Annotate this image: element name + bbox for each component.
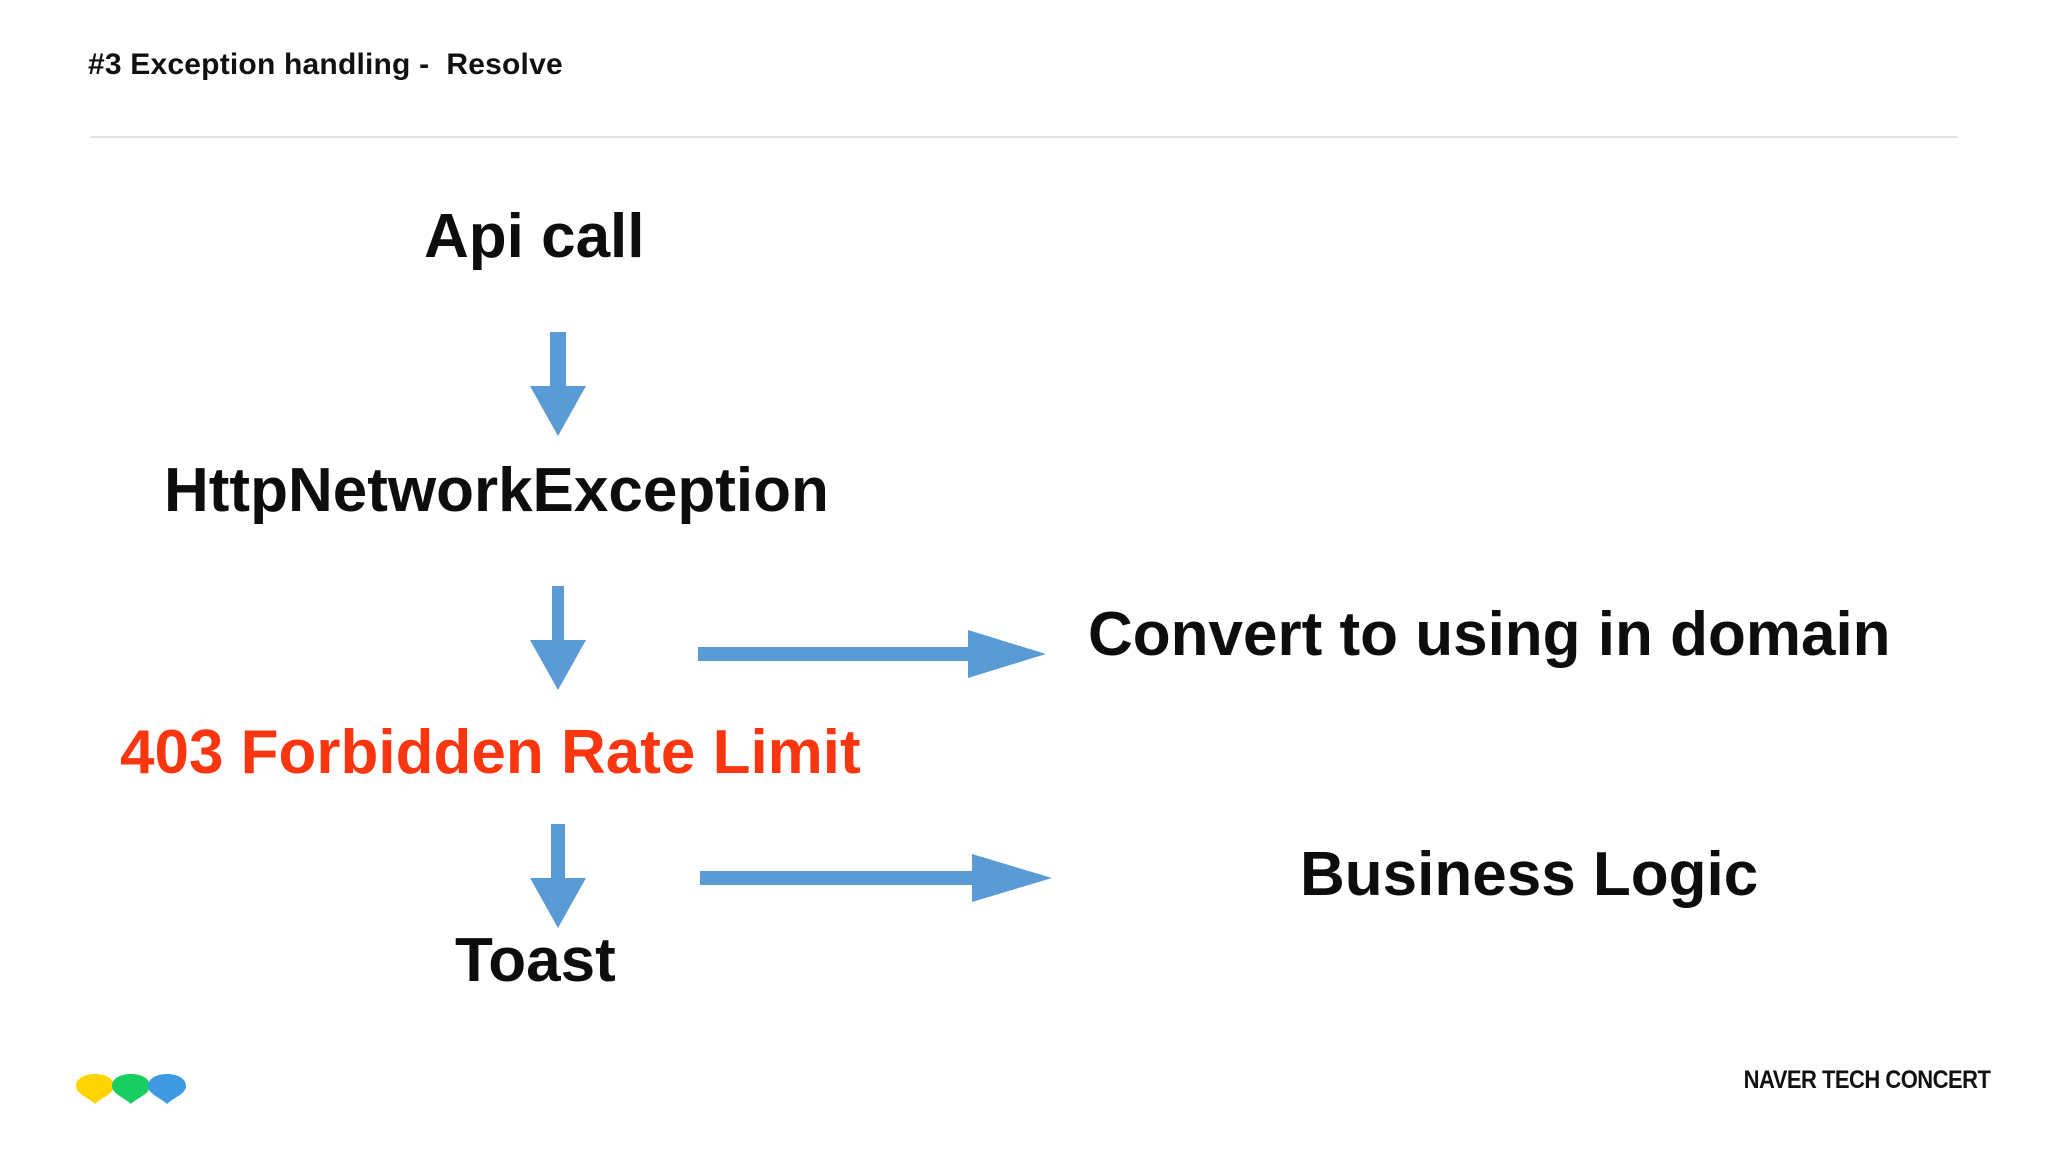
flow-node-convert-to-domain: Convert to using in domain [1088, 600, 1891, 669]
petal-green-icon [112, 1074, 150, 1104]
brand-wordmark: NAVER TECH CONCERT [1743, 1066, 1990, 1094]
flow-node-api-call: Api call [424, 202, 645, 271]
flow-node-error-403: 403 Forbidden Rate Limit [120, 718, 861, 787]
arrow-right-error-to-business [700, 852, 1052, 904]
page-title: #3 Exception handling - Resolve [88, 48, 563, 81]
arrow-down-api-to-exception [520, 332, 596, 436]
flow-node-toast: Toast [455, 926, 616, 995]
title-divider [90, 136, 1958, 138]
arrow-right-exception-to-convert [698, 628, 1046, 680]
flow-node-business-logic: Business Logic [1300, 840, 1759, 909]
naver-logo [72, 1062, 192, 1104]
arrow-down-error-to-toast [520, 824, 596, 928]
petal-yellow-icon [76, 1074, 114, 1104]
flow-node-http-network-exception: HttpNetworkException [164, 456, 829, 525]
arrow-down-exception-to-error [520, 586, 596, 690]
petal-blue-icon [148, 1074, 186, 1104]
